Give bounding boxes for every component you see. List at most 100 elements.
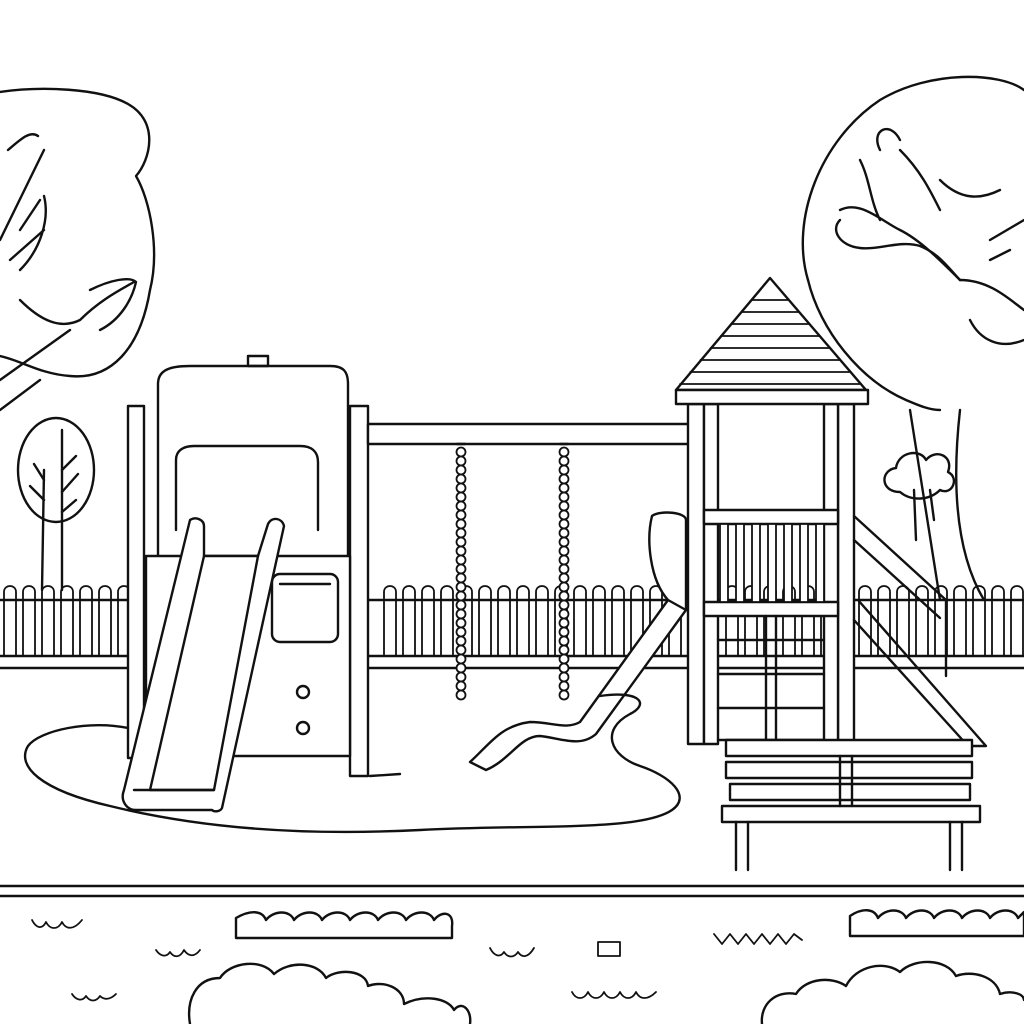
- baluster: [768, 524, 776, 602]
- chain-link: [560, 583, 569, 592]
- swing-set: [368, 424, 690, 700]
- fence-picket: [384, 586, 396, 656]
- baluster: [752, 524, 760, 602]
- bush-right: [884, 453, 953, 540]
- baluster: [720, 524, 728, 602]
- chain-link: [560, 529, 569, 538]
- chain-link: [457, 493, 466, 502]
- chain-link: [457, 655, 466, 664]
- chain-link: [457, 574, 466, 583]
- chain-link: [560, 628, 569, 637]
- chain-link: [457, 664, 466, 673]
- wavy-slide: [470, 513, 686, 770]
- tower-ladder: [718, 516, 986, 746]
- chain-link: [560, 538, 569, 547]
- fence-picket: [61, 586, 73, 656]
- chain-link: [560, 574, 569, 583]
- tower-roof: [676, 278, 868, 404]
- fence-picket: [23, 586, 35, 656]
- chain-link: [457, 520, 466, 529]
- fence-picket: [954, 586, 966, 656]
- chain-link: [560, 592, 569, 601]
- chain-link: [560, 520, 569, 529]
- chain-link: [457, 547, 466, 556]
- hedges: [236, 910, 1024, 938]
- fence-picket: [42, 586, 54, 656]
- chain-link: [457, 511, 466, 520]
- tree-left-small: [18, 418, 94, 590]
- chain-link: [560, 475, 569, 484]
- fence-picket: [593, 586, 605, 656]
- chain-link: [457, 601, 466, 610]
- fence-picket: [916, 586, 928, 656]
- bushes-foreground: [189, 962, 1024, 1024]
- park-bench: [722, 740, 980, 870]
- fence-picket: [536, 586, 548, 656]
- chain-link: [457, 556, 466, 565]
- chain-link: [457, 475, 466, 484]
- chain-link: [457, 682, 466, 691]
- fence-picket: [859, 586, 871, 656]
- chain-link: [560, 502, 569, 511]
- chain-link: [560, 673, 569, 682]
- chain-link: [457, 484, 466, 493]
- grass-tufts: [32, 920, 802, 1001]
- tree-left-large: [0, 89, 154, 410]
- tree-right-large: [803, 77, 1024, 600]
- chain-link: [560, 466, 569, 475]
- chain-link: [560, 655, 569, 664]
- path-lines: [0, 886, 1024, 896]
- chain-link: [457, 592, 466, 601]
- chain-link: [560, 682, 569, 691]
- chain-link: [560, 547, 569, 556]
- chain-link: [457, 538, 466, 547]
- chain-link: [457, 457, 466, 466]
- fence-picket: [403, 586, 415, 656]
- chain-link: [560, 493, 569, 502]
- fence-picket: [878, 586, 890, 656]
- chain-link: [457, 583, 466, 592]
- fence-picket: [479, 586, 491, 656]
- fence-picket: [498, 586, 510, 656]
- chain-link: [560, 619, 569, 628]
- chain-link: [457, 502, 466, 511]
- chain-link: [457, 673, 466, 682]
- chain-link: [457, 610, 466, 619]
- baluster: [800, 524, 808, 602]
- chain-link: [560, 601, 569, 610]
- chain-link: [560, 457, 569, 466]
- chain-link: [560, 511, 569, 520]
- chain-link: [560, 691, 569, 700]
- chain-link: [457, 448, 466, 457]
- fence-picket: [517, 586, 529, 656]
- fence-picket: [422, 586, 434, 656]
- tower-house: [688, 404, 854, 744]
- chain-link: [560, 565, 569, 574]
- chain-link: [560, 610, 569, 619]
- swing-chain-left: [457, 444, 466, 700]
- chain-link: [457, 646, 466, 655]
- chain-link: [560, 556, 569, 565]
- baluster: [784, 524, 792, 602]
- chain-link: [457, 529, 466, 538]
- fence-picket: [631, 586, 643, 656]
- chain-link: [560, 637, 569, 646]
- fence-picket: [973, 586, 985, 656]
- chain-link: [457, 691, 466, 700]
- fence-picket: [4, 586, 16, 656]
- fence-picket: [441, 586, 453, 656]
- fence-picket: [935, 586, 947, 656]
- baluster: [736, 524, 744, 602]
- chain-link: [457, 637, 466, 646]
- fence-picket: [1011, 586, 1023, 656]
- chain-link: [560, 448, 569, 457]
- fence-picket: [992, 586, 1004, 656]
- swing-chain-right: [560, 444, 569, 700]
- fence-picket: [80, 586, 92, 656]
- fence-picket: [99, 586, 111, 656]
- slide-left: [123, 518, 284, 811]
- chain-link: [560, 664, 569, 673]
- chain-link: [560, 646, 569, 655]
- chain-link: [457, 619, 466, 628]
